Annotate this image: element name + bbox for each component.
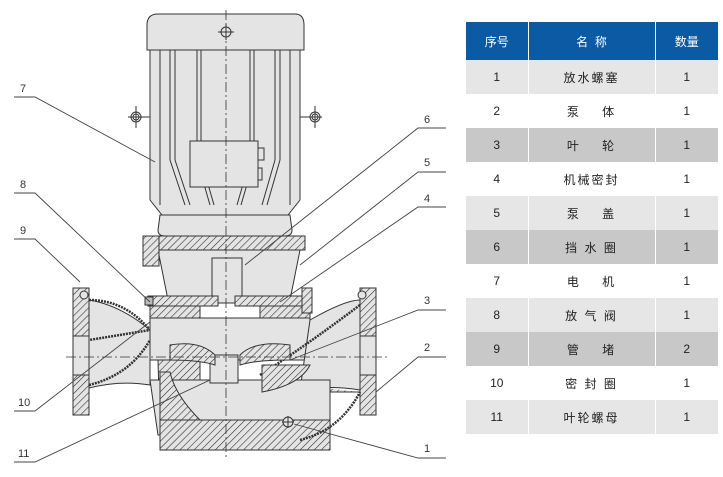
header-name: 名 称 <box>528 22 656 60</box>
cell-no: 4 <box>466 162 529 196</box>
cell-no: 3 <box>466 128 529 162</box>
impeller <box>169 343 216 366</box>
callout-label-7: 7 <box>20 83 26 95</box>
cell-name: 叶轮螺母 <box>528 400 656 434</box>
cell-no: 5 <box>466 196 529 230</box>
callout-label-4: 4 <box>424 193 430 205</box>
callout-label-5: 5 <box>424 157 430 169</box>
cell-qty: 1 <box>655 128 718 162</box>
cell-qty: 1 <box>655 196 718 230</box>
cell-no: 8 <box>466 298 529 332</box>
callout-label-6: 6 <box>424 114 430 126</box>
callout-label-2: 2 <box>424 342 430 354</box>
callout-label-8: 8 <box>20 179 26 191</box>
cell-name: 放 气 阀 <box>528 298 656 332</box>
cell-name: 机械密封 <box>528 162 656 196</box>
cell-name: 电 机 <box>528 264 656 298</box>
cell-qty: 1 <box>655 298 718 332</box>
cell-qty: 1 <box>655 162 718 196</box>
cell-no: 1 <box>466 60 529 94</box>
cell-qty: 1 <box>655 60 718 94</box>
callout-label-11: 11 <box>18 448 29 460</box>
terminal-box <box>189 140 259 188</box>
cell-qty: 1 <box>655 400 718 434</box>
pump-body <box>72 287 377 451</box>
cell-no: 11 <box>466 400 529 434</box>
cell-name: 管 堵 <box>528 332 656 366</box>
callout-label-10: 10 <box>18 397 30 409</box>
cell-qty: 1 <box>655 94 718 128</box>
header-no: 序号 <box>466 22 529 60</box>
cell-qty: 1 <box>655 230 718 264</box>
centerlines <box>66 10 388 460</box>
motor-flange <box>149 235 306 251</box>
header-qty: 数量 <box>655 22 718 60</box>
cell-qty: 2 <box>655 332 718 366</box>
cell-name: 泵 盖 <box>528 196 656 230</box>
motor-body <box>149 49 301 216</box>
cell-name: 泵 体 <box>528 94 656 128</box>
table-header-row: 序号 名 称 数量 <box>466 22 718 60</box>
cell-no: 7 <box>466 264 529 298</box>
cell-name: 密 封 圈 <box>528 366 656 400</box>
cell-name: 叶 轮 <box>528 128 656 162</box>
callout-lines <box>14 96 446 463</box>
cell-no: 9 <box>466 332 529 366</box>
cell-no: 2 <box>466 94 529 128</box>
cell-no: 10 <box>466 366 529 400</box>
cell-name: 放水螺塞 <box>528 60 656 94</box>
motor <box>128 13 322 251</box>
pump-cross-section-diagram: 7 8 9 10 11 6 5 4 3 2 1 <box>14 10 446 463</box>
cell-name: 挡 水 圈 <box>528 230 656 264</box>
callout-label-3: 3 <box>424 295 430 307</box>
callout-label-1: 1 <box>424 443 430 455</box>
callout-label-9: 9 <box>20 225 26 237</box>
cell-no: 6 <box>466 230 529 264</box>
cell-qty: 1 <box>655 366 718 400</box>
callout-labels: 7 8 9 10 11 6 5 4 3 2 1 <box>18 83 430 460</box>
cell-qty: 1 <box>655 264 718 298</box>
